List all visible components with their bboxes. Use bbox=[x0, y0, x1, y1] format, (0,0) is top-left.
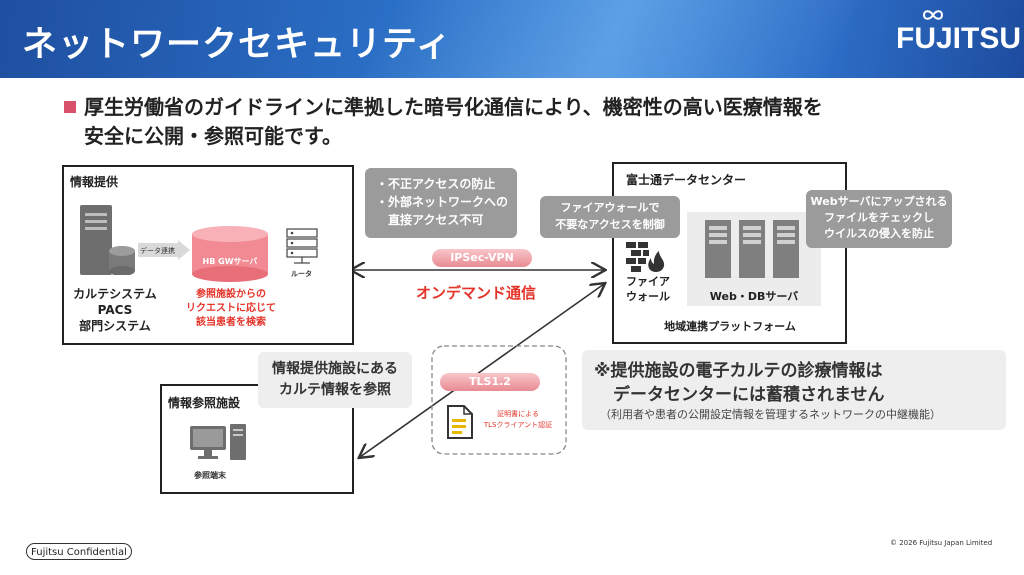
headline-line-1: 厚生労働省のガイドラインに準拠した暗号化通信により、機密性の高い医療情報を bbox=[84, 95, 823, 119]
security-note-bubble: ・不正アクセスの防止 ・外部ネットワークへの 直接アクセス不可 bbox=[365, 168, 517, 238]
firewall-icon bbox=[626, 242, 665, 272]
copyright: © 2026 Fujitsu Japan Limited bbox=[890, 539, 993, 547]
on-demand-label: オンデマンド通信 bbox=[416, 284, 537, 302]
tls-note: 証明書による TLSクライアント認証 bbox=[483, 410, 553, 429]
storage-note-line-3: （利用者や患者の公開設定情報を管理するネットワークの中継機能） bbox=[600, 408, 941, 421]
slide-title: ネットワークセキュリティ bbox=[22, 25, 452, 65]
router-icon bbox=[286, 228, 318, 264]
platform-label: 地域連携プラットフォーム bbox=[664, 320, 796, 333]
confidential-badge: Fujitsu Confidential bbox=[26, 543, 132, 560]
search-note: 参照施設からの リクエストに応じて 該当患者を検索 bbox=[186, 289, 276, 328]
system-department: 部門システム bbox=[79, 319, 151, 333]
headline: 厚生労働省のガイドラインに準拠した暗号化通信により、機密性の高い医療情報を 安全… bbox=[84, 93, 823, 151]
reference-bubble: 情報提供施設にある カルテ情報を参照 bbox=[258, 352, 412, 408]
terminal-icon bbox=[190, 424, 246, 460]
server-stack-icon bbox=[80, 205, 135, 275]
storage-note-line-2: データセンターには蓄積されません bbox=[613, 385, 885, 405]
gw-server-label: HB GWサーバ bbox=[202, 257, 258, 266]
fujitsu-infinity-icon bbox=[922, 10, 944, 20]
storage-note-line-1: ※提供施設の電子カルテの診療情報は bbox=[594, 361, 883, 381]
web-db-label: Web・DBサーバ bbox=[709, 290, 799, 303]
gw-server-cylinder bbox=[192, 226, 268, 282]
datacenter-title: 富士通データセンター bbox=[626, 173, 747, 187]
header-banner bbox=[0, 0, 1024, 78]
data-link-label: データ連携 bbox=[140, 247, 175, 255]
web-note-bubble: Webサーバにアップされる ファイルをチェックし ウイルスの侵入を防止 bbox=[806, 190, 952, 248]
web-db-server-icon bbox=[705, 220, 799, 278]
system-karte: カルテシステム bbox=[73, 287, 157, 301]
fujitsu-logo: FUJITSU bbox=[896, 22, 1022, 55]
tls-pill: TLS1.2 bbox=[440, 373, 540, 391]
data-link-arrow bbox=[138, 240, 190, 260]
router-label: ルータ bbox=[291, 270, 312, 278]
firewall-note-bubble: ファイアウォールで 不要なアクセスを制御 bbox=[540, 196, 680, 238]
ipsec-vpn-pill: IPSec-VPN bbox=[432, 249, 532, 267]
terminal-label: 参照端末 bbox=[194, 471, 226, 480]
tls-arrow bbox=[360, 284, 604, 457]
headline-line-2: 安全に公開・参照可能です。 bbox=[84, 124, 342, 148]
provider-systems: カルテシステム PACS 部門システム bbox=[60, 286, 170, 334]
provider-title: 情報提供 bbox=[70, 175, 119, 189]
system-pacs: PACS bbox=[97, 303, 133, 317]
certificate-icon bbox=[447, 405, 473, 439]
tls-dashed-frame bbox=[431, 345, 567, 455]
bullet-square bbox=[64, 101, 76, 113]
storage-note-panel bbox=[582, 350, 1006, 430]
reference-title: 情報参照施設 bbox=[168, 396, 241, 410]
firewall-label: ファイア ウォール bbox=[626, 275, 670, 303]
